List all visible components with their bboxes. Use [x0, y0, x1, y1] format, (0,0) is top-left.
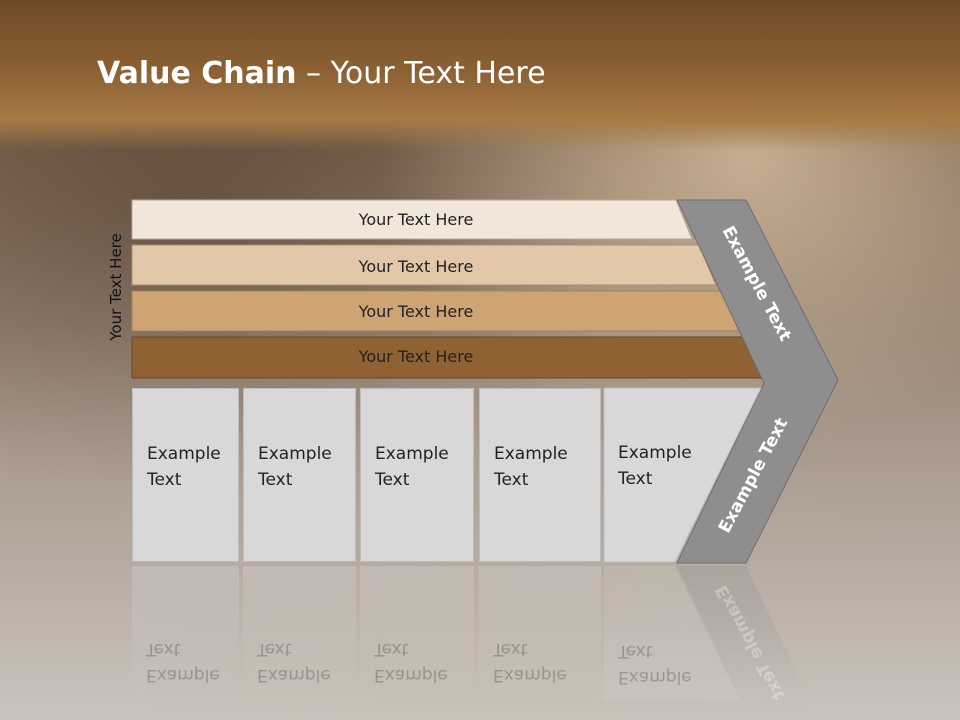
row-label-4: Your Text Here [358, 347, 474, 366]
example-box-5-reflection-text2: Text [617, 641, 653, 661]
example-box-4-reflection-text: Example Text [493, 639, 567, 685]
example-box-3-reflection: Example Text [360, 566, 474, 696]
example-box-3: Example Text [360, 388, 474, 562]
example-box-2-reflection: Example Text [243, 566, 356, 696]
example-box-5-reflection-text: Example [618, 667, 692, 687]
example-box-1: Example Text [132, 388, 239, 562]
example-box-3-reflection-text: Example Text [374, 639, 448, 685]
title-bold: Value Chain [97, 56, 297, 91]
row-bar-2 [131, 244, 717, 286]
chevron-reflection [677, 566, 810, 700]
chevron-arrow [676, 199, 839, 564]
example-box-5 [603, 387, 762, 563]
example-box-4: Example Text [479, 388, 601, 562]
example-box-5-text-line2: Text [617, 469, 653, 489]
title-band [0, 0, 960, 150]
row-label-2: Your Text Here [358, 257, 474, 276]
title-rest: – Your Text Here [296, 56, 546, 91]
example-box-1-reflection: Example Text [132, 566, 239, 696]
row-bar-1 [131, 199, 693, 240]
example-box-4-text: Example Text [494, 444, 568, 490]
example-box-4-reflection: Example Text [479, 566, 601, 696]
row-label-3: Your Text Here [358, 302, 474, 321]
slide-title: Value Chain – Your Text Here [97, 56, 546, 91]
example-box-1-text: Example Text [147, 444, 221, 490]
row-label-1: Your Text Here [358, 210, 474, 229]
example-box-2-text: Example Text [258, 444, 332, 490]
example-box-2: Example Text [243, 388, 356, 562]
example-box-3-text: Example Text [375, 444, 449, 490]
example-box-1-reflection-text: Example Text [146, 639, 220, 685]
example-box-5-text-line1: Example [618, 443, 692, 463]
example-box-2-reflection-text: Example Text [257, 639, 331, 685]
example-box-5-reflection [604, 566, 740, 700]
